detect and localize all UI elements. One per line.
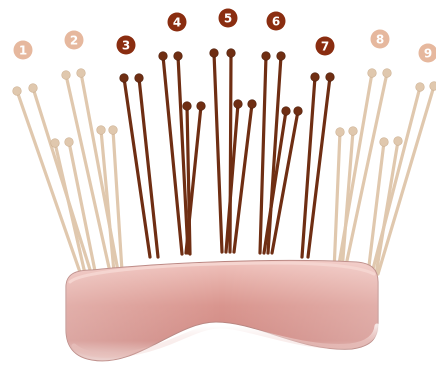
hair-bulb (430, 82, 436, 91)
hair-bulb (183, 102, 192, 111)
hair-bulb (380, 138, 389, 147)
hair-bulb (383, 69, 392, 78)
hair-bulb (277, 52, 286, 61)
hair-bulb (65, 138, 74, 147)
group-badge-9: 9 (419, 44, 436, 63)
hair-strand (124, 78, 150, 257)
hair-strand (139, 78, 158, 257)
hair-bulb (349, 127, 358, 136)
badge-number: 7 (321, 39, 329, 53)
hair-bulb (62, 71, 71, 80)
group-badge-1: 1 (14, 41, 33, 60)
badge-number: 2 (70, 33, 78, 47)
hair-strand (260, 56, 266, 253)
hair-strand (378, 86, 434, 274)
hair-bulb (282, 107, 291, 116)
hair-group-3 (120, 74, 158, 257)
hair-bulb (262, 52, 271, 61)
hair-bulb (109, 126, 118, 135)
group-badge-4: 4 (168, 13, 187, 32)
group-badge-8: 8 (371, 30, 390, 49)
badge-number: 9 (424, 46, 432, 60)
hair-bulb (197, 102, 206, 111)
badge-number: 3 (122, 38, 130, 52)
hair-bulb (159, 52, 168, 61)
group-number-badges: 1 2 3 4 5 6 7 8 9 (14, 9, 436, 63)
hair-strand (376, 141, 398, 274)
hair-group-5 (210, 49, 257, 252)
hair-group-6 (260, 52, 302, 253)
hair-bulb (174, 52, 183, 61)
hair-strand (302, 77, 315, 257)
badge-number: 8 (376, 32, 384, 46)
hair-strand (214, 53, 222, 252)
hair-strand (230, 53, 231, 252)
hair-bulb (248, 100, 257, 109)
hair-strands (13, 49, 436, 278)
hair-bulb (29, 84, 38, 93)
badge-number: 6 (272, 14, 280, 28)
hair-bulb (97, 126, 106, 135)
group-badge-6: 6 (267, 12, 286, 31)
hair-strand (17, 91, 82, 278)
hair-bulb (336, 128, 345, 137)
hair-bulb (294, 107, 303, 116)
hair-bulb (368, 69, 377, 78)
hair-bulb (51, 139, 60, 148)
hair-bulb (135, 74, 144, 83)
hair-group-4 (159, 52, 206, 254)
hair-bulb (77, 69, 86, 78)
badge-number: 1 (19, 43, 27, 57)
hair-bulb (210, 49, 219, 58)
badge-number: 5 (224, 11, 232, 25)
hair-bulb (227, 49, 236, 58)
hair-strand (308, 77, 330, 257)
hair-strand (334, 132, 340, 271)
hair-bulb (394, 137, 403, 146)
badge-number: 4 (173, 15, 181, 29)
hair-group-7 (302, 73, 334, 257)
hair-group-1 (13, 84, 96, 278)
skin-section (66, 260, 378, 361)
hair-bulb (326, 73, 335, 82)
group-badge-7: 7 (316, 37, 335, 56)
group-badge-2: 2 (65, 31, 84, 50)
group-badge-5: 5 (219, 9, 238, 28)
hair-strand (101, 130, 114, 272)
hair-bulb (120, 74, 129, 83)
hair-bulb (416, 83, 425, 92)
hair-bulb (234, 100, 243, 109)
hair-bulb (13, 87, 22, 96)
hair-bulb (311, 73, 320, 82)
group-badge-3: 3 (117, 36, 136, 55)
